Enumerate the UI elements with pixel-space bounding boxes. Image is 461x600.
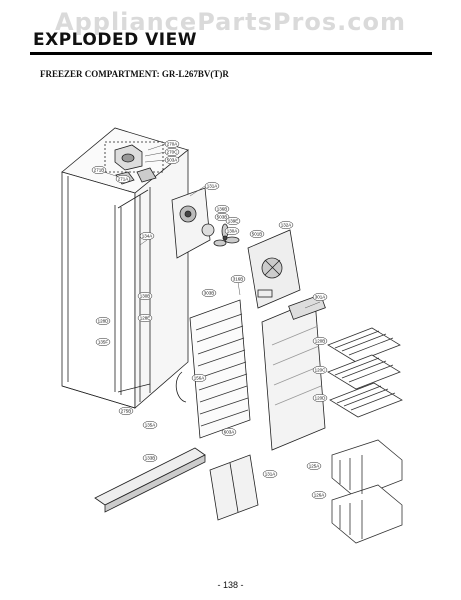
part-callout: 135A (142, 420, 158, 430)
part-callout: 131A (262, 469, 278, 479)
part-callout-label: 128E (140, 316, 151, 321)
part-callout-label: 271B (94, 168, 105, 173)
part-callout-label: 271A (118, 177, 129, 182)
part-callout: 120C (312, 365, 328, 375)
part-callout: 139E (225, 216, 241, 226)
part-callout: 503B (214, 212, 230, 222)
part-callout: 301A (312, 292, 328, 302)
part-callout: 128D (95, 316, 111, 326)
part-callout: 271A (115, 174, 131, 184)
part-callout-label: 128D (98, 319, 110, 324)
evaporator (175, 299, 251, 439)
page-number: - 138 - (217, 580, 244, 590)
part-callout-label: 131A (207, 184, 218, 189)
part-callout: 133B (142, 453, 158, 463)
part-callout: 126A (311, 490, 327, 500)
part-callout-label: 120D (315, 396, 327, 401)
watermark: AppliancePartsPros.com (55, 8, 406, 36)
part-callout: 130B (137, 291, 153, 301)
part-callout: 503A (164, 155, 180, 165)
part-callout-label: 603A (224, 430, 235, 435)
part-callout-label: 156A (194, 376, 205, 381)
part-callout-label: 120B (315, 339, 326, 344)
part-callout-label: 503B (217, 215, 228, 220)
part-callout: 135F (95, 337, 111, 347)
part-callout-label: 125A (309, 464, 320, 469)
part-callout-label: 270C (167, 150, 179, 155)
part-callout-label: 270A (167, 142, 178, 147)
part-callout: 271B (91, 165, 107, 175)
part-callout: 128E (137, 313, 153, 323)
part-callout-label: 120C (315, 368, 327, 373)
part-callout-label: 303B (204, 291, 215, 296)
part-callout-label: 501B (252, 232, 263, 237)
part-callout: 132A (278, 220, 294, 230)
freezer-baskets (331, 439, 403, 544)
part-callout-label: 126A (314, 493, 325, 498)
part-callout-label: 131A (265, 472, 276, 477)
part-callout: 270A (164, 139, 180, 149)
part-callout: 501B (249, 229, 265, 239)
part-callout: 270C (164, 147, 180, 157)
leader-lines (103, 143, 321, 309)
title-rule (30, 52, 432, 55)
part-callout: 125A (306, 461, 322, 471)
part-callout: 131A (204, 181, 220, 191)
part-callout-label: 130B (140, 294, 151, 299)
diagram-subtitle: FREEZER COMPARTMENT: GR-L267BV(T)R (40, 69, 229, 79)
part-callout: 120B (312, 336, 328, 346)
part-callout: 275B (118, 406, 134, 416)
part-callout: 136B (214, 204, 230, 214)
fan-cover-plate (247, 229, 301, 309)
part-callout: 603A (221, 427, 237, 437)
part-callout: 120D (312, 393, 328, 403)
part-callout: 303B (201, 288, 217, 298)
part-callout-label: 135F (98, 340, 109, 345)
freezer-shelves (327, 327, 403, 418)
part-callout-label: 275B (121, 409, 132, 414)
part-callout-label: 503A (167, 158, 178, 163)
part-callout: 316B (230, 274, 246, 284)
base-cover (209, 454, 259, 521)
part-callout-label: 136B (217, 207, 228, 212)
part-callout-label: 316B (233, 277, 244, 282)
part-callout-label: 133B (145, 456, 156, 461)
part-callout: 156A (191, 373, 207, 383)
part-callout: 130A (224, 226, 240, 236)
part-callout-label: 134A (142, 234, 153, 239)
part-callout-label: 132A (281, 223, 292, 228)
part-callout-label: 301A (315, 295, 326, 300)
page-title: EXPLODED VIEW (33, 30, 197, 50)
part-callout-label: 130A (227, 229, 238, 234)
bottom-grille (94, 447, 206, 513)
part-callout-label: 135A (145, 423, 156, 428)
part-callout-label: 139E (228, 219, 239, 224)
part-callout: 134A (139, 231, 155, 241)
